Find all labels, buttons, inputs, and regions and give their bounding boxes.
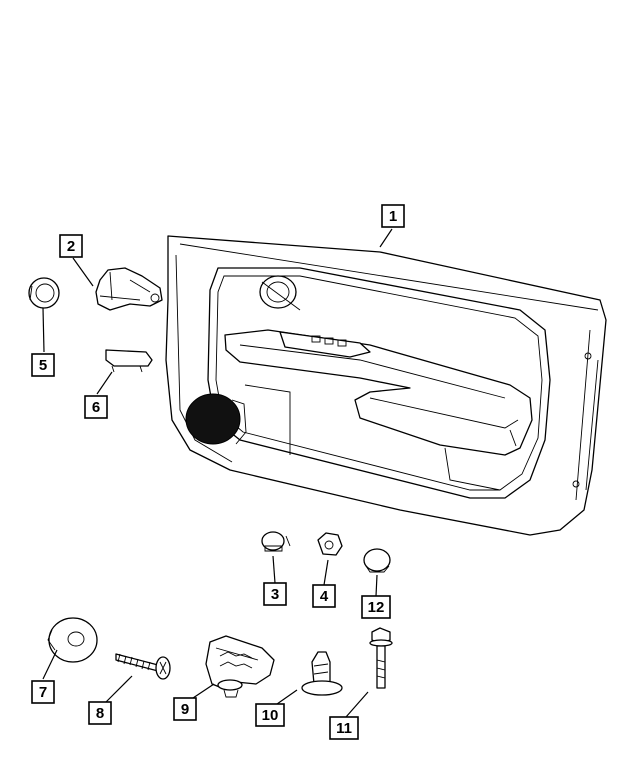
- callout-10: 10: [255, 703, 285, 727]
- callout-label: 1: [389, 208, 397, 225]
- callout-label: 5: [39, 357, 47, 374]
- callout-label: 2: [67, 238, 75, 255]
- callout-4: 4: [312, 584, 336, 608]
- callout-label: 3: [271, 586, 279, 603]
- bolt-part-11: [369, 627, 393, 689]
- clip-bracket-part-9: [205, 635, 275, 698]
- fir-tree-clip-part-10: [301, 651, 343, 696]
- nut-part-4: [317, 532, 343, 556]
- door-trim-panel: [165, 235, 607, 536]
- callout-3: 3: [263, 582, 287, 606]
- screw-part-8: [115, 653, 171, 680]
- callout-12: 12: [361, 595, 391, 619]
- callout-6: 6: [84, 395, 108, 419]
- callout-label: 7: [39, 684, 47, 701]
- callout-label: 10: [262, 707, 279, 724]
- washer-part-7: [47, 617, 98, 663]
- callout-label: 6: [92, 399, 100, 416]
- inside-handle-assembly: [95, 267, 163, 311]
- callout-label: 11: [336, 720, 352, 737]
- leader-lines: [42, 228, 393, 718]
- callout-7: 7: [31, 680, 55, 704]
- callout-11: 11: [329, 716, 359, 740]
- callout-label: 12: [368, 599, 385, 616]
- callout-2: 2: [59, 234, 83, 258]
- callout-label: 8: [96, 705, 104, 722]
- callout-5: 5: [31, 353, 55, 377]
- push-pin-part-3: [261, 531, 291, 552]
- plug-part-12: [363, 548, 391, 573]
- callout-9: 9: [173, 697, 197, 721]
- callout-1: 1: [381, 204, 405, 228]
- callout-label: 9: [181, 701, 189, 718]
- callout-8: 8: [88, 701, 112, 725]
- bezel-cover-part-6: [105, 349, 153, 373]
- callout-label: 4: [320, 588, 329, 605]
- plug-part-5: [28, 277, 60, 309]
